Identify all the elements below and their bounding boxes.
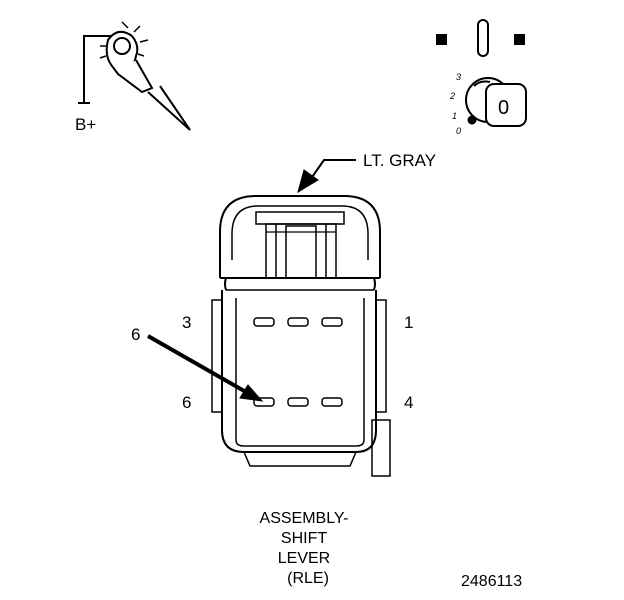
ignition-pos-1: 1 [452,111,457,121]
ignition-pos-2: 2 [449,91,455,101]
cavity-callout-arrow [147,334,264,402]
pin-1-label: 1 [404,313,413,332]
figure-number: 2486113 [461,573,522,590]
callout-label: 6 [131,325,140,344]
ignition-switch-icon [436,19,527,127]
pin-3-label: 3 [182,313,191,332]
color-callout-arrow [297,159,356,194]
ignition-pos-0: 0 [456,126,461,136]
caption-line-3: LEVER [278,550,330,567]
caption-line-2: SHIFT [281,530,327,547]
pin-6-label: 6 [182,393,191,412]
caption-line-1: ASSEMBLY- [260,510,349,527]
caption: ASSEMBLY- SHIFT LEVER (RLE) [260,510,349,587]
pin-4-label: 4 [404,393,413,412]
connector-shell [211,195,391,477]
color-label: LT. GRAY [363,151,436,170]
key-marker: 0 [498,97,509,119]
test-light-icon [78,21,191,131]
b-plus-label: B+ [75,115,96,134]
caption-line-4: (RLE) [287,570,329,587]
ignition-pos-3: 3 [456,72,461,82]
